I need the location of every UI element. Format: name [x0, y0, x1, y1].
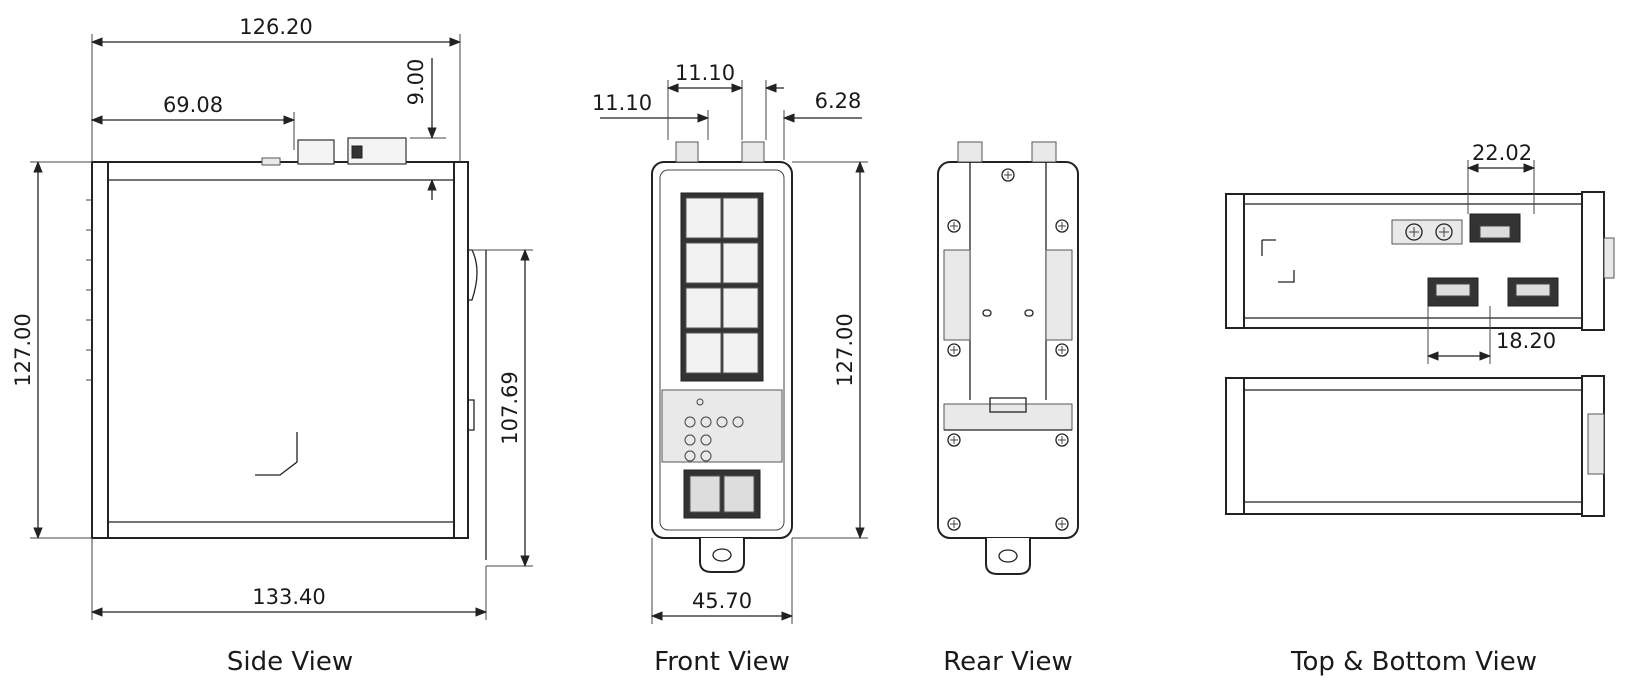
top-view-body: [1225, 193, 1603, 329]
dim-connector-spacing-bottom: 18.20: [1496, 329, 1556, 353]
side-body: [91, 161, 455, 539]
dim-overall-width: 126.20: [239, 15, 312, 39]
side-top-connector-b: [347, 137, 407, 165]
dim-connector-spacing-top: 22.02: [1472, 141, 1532, 165]
dim-front-height: 127.00: [833, 313, 857, 386]
dim-top-offset: 9.00: [404, 59, 428, 106]
led-panel: [661, 389, 783, 463]
rear-screws: [947, 168, 1069, 531]
dim-side-height: 127.00: [11, 313, 35, 386]
dim-front-top-c: 6.28: [815, 89, 862, 113]
caption-top-bottom-view: Top & Bottom View: [1290, 647, 1537, 677]
dim-front-width: 45.70: [692, 589, 752, 613]
dim-partial-width: 69.08: [163, 93, 223, 117]
front-view: 11.10 11.10 6.28 127.00 45.70 Front View: [592, 61, 868, 677]
bottom-view-body: [1225, 377, 1605, 515]
dim-depth: 133.40: [252, 585, 325, 609]
dim-front-top-b: 11.10: [592, 91, 652, 115]
rear-body: [937, 161, 1079, 539]
rear-view: Rear View: [937, 141, 1079, 677]
side-view: 126.20 69.08 9.00 127.00 107.69 133.40 S…: [11, 15, 533, 677]
caption-side-view: Side View: [227, 647, 353, 677]
caption-front-view: Front View: [654, 647, 790, 677]
dim-rail-height: 107.69: [498, 371, 522, 444]
top-bottom-view: 22.02 18.20 Top & Bottom View: [1225, 141, 1615, 677]
caption-rear-view: Rear View: [943, 647, 1072, 677]
dim-front-top-a: 11.10: [675, 61, 735, 85]
terminal-block: [1391, 219, 1463, 245]
side-top-connector-a: [297, 139, 335, 165]
